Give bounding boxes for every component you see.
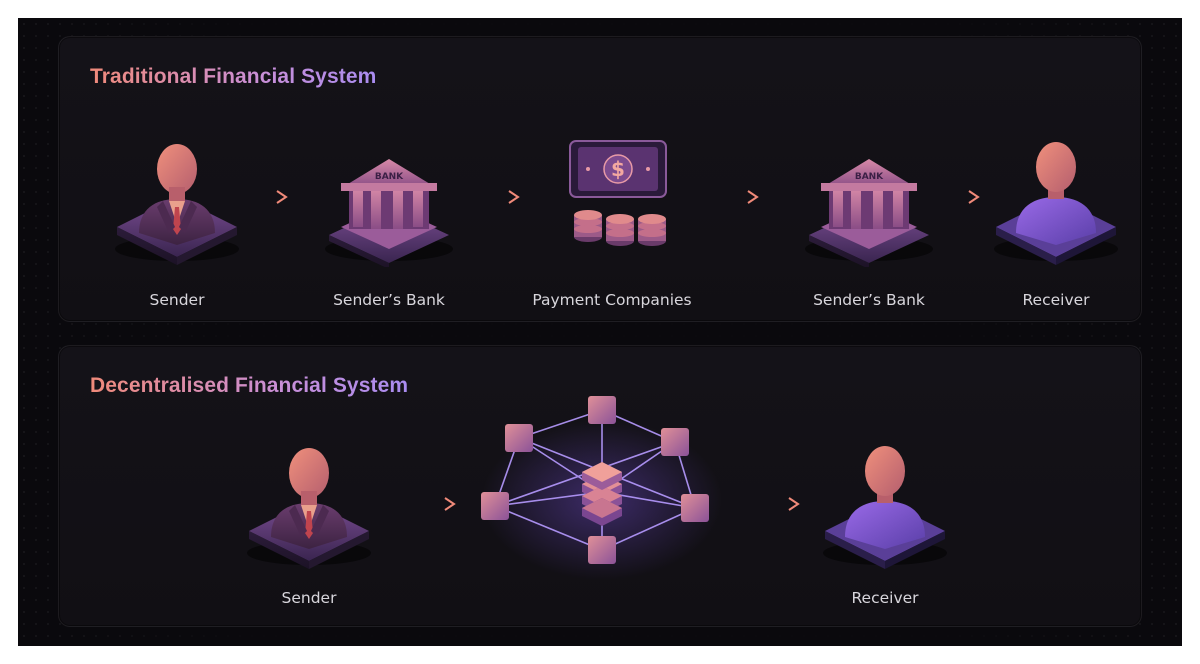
arrow-right-icon — [233, 190, 288, 204]
decentralised-system-panel: Decentralised Financial System Sender — [58, 345, 1142, 627]
bank-sign: BANK — [375, 172, 404, 182]
node-label: Payment Companies — [532, 291, 692, 309]
node-label: Sender — [149, 291, 205, 309]
bank-sign: BANK — [855, 172, 884, 182]
decentralised-node-receiver: Receiver — [795, 441, 975, 607]
node-label: Sender’s Bank — [333, 291, 445, 309]
decentralised-node-sender: Sender — [219, 441, 399, 607]
arrow-right-icon — [465, 190, 520, 204]
bank-icon: BANK — [805, 159, 933, 267]
receiver-person-icon — [823, 446, 947, 569]
diagram-frame: Traditional Financial System Sender — [18, 18, 1182, 646]
arrow-right-icon — [704, 190, 759, 204]
arrow-right-icon — [401, 497, 456, 511]
bank-icon: BANK — [325, 159, 453, 267]
traditional-node-receiver: Receiver — [966, 137, 1146, 309]
node-label: Receiver — [1022, 291, 1090, 309]
traditional-system-panel: Traditional Financial System Sender — [58, 36, 1142, 322]
dollar-sign: $ — [611, 157, 625, 181]
node-label: Sender — [281, 589, 337, 607]
node-label: Receiver — [851, 589, 919, 607]
arrow-right-icon — [745, 497, 800, 511]
traditional-node-senders-bank: BANK Sender’s Bank — [299, 137, 479, 309]
arrow-right-icon — [925, 190, 980, 204]
traditional-node-senders-bank-2: BANK Sender’s Bank — [779, 137, 959, 309]
money-coins-icon: $ — [569, 140, 667, 246]
decentralised-system-title: Decentralised Financial System — [90, 374, 409, 397]
traditional-node-sender: Sender — [87, 137, 267, 309]
node-label: Sender’s Bank — [813, 291, 925, 309]
sender-person-icon — [115, 144, 239, 265]
receiver-person-icon — [994, 142, 1118, 265]
decentralised-node-network — [477, 388, 727, 588]
blockchain-network-icon — [481, 396, 722, 580]
sender-person-icon — [247, 448, 371, 569]
traditional-node-payment-companies: $ — [522, 137, 702, 309]
traditional-system-title: Traditional Financial System — [90, 65, 377, 88]
